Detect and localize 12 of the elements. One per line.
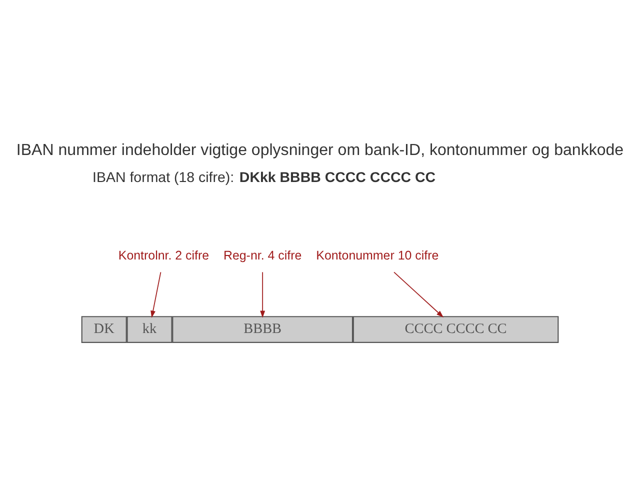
node-text: Reg-nr. 4 cifre [223,248,302,262]
arrow [260,271,266,318]
arrow [150,271,162,318]
node-text: Kontrolnr. 2 cifre [118,248,210,262]
diagram-title: IBAN nummer indeholder vigtige oplysninger om bank-ID, kontonummer og bankkode [16,140,624,158]
node-box: CCCC CCCC CC [352,316,559,342]
label: IBAN format (18 cifre): DKkk BBBB CCCC CCCC CC [92,170,436,186]
arrow [394,271,444,317]
node-box: kk [126,316,172,342]
node-text: Kontonummer 10 cifre [316,248,439,262]
node-box: BBBB [172,316,354,342]
node-box: DK [81,316,127,342]
